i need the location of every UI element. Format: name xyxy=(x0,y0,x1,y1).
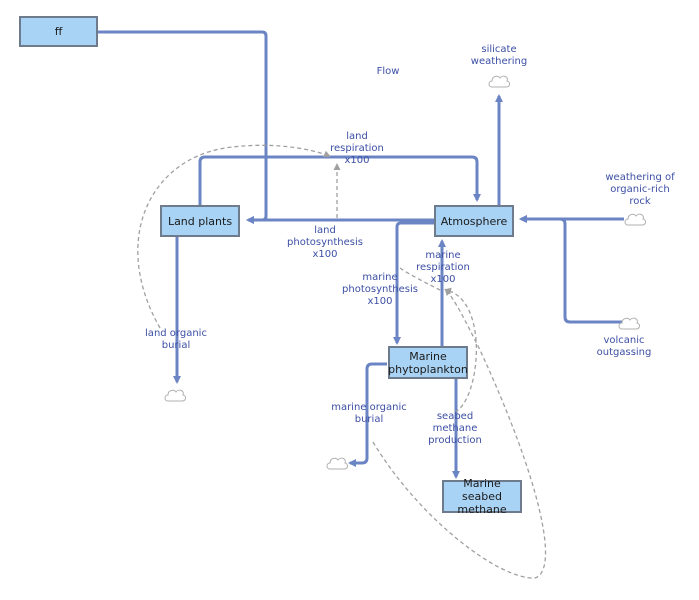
flow-marine-organic-burial xyxy=(348,362,387,467)
stock-marine-phytoplankton[interactable]: Marine phytoplankton xyxy=(388,346,468,379)
link-land-plants-to-respiration xyxy=(137,144,331,329)
link-marine-burial-loop xyxy=(372,288,547,579)
label-marine-respiration: marine respiration x100 xyxy=(416,250,470,285)
flow-ff-land xyxy=(98,30,268,224)
label-land-photosynthesis: land photosynthesis x100 xyxy=(287,225,363,260)
flow-volcanic-outgassing xyxy=(519,215,622,324)
label-marine-photosynthesis: marine photosynthesis x100 xyxy=(342,272,418,307)
flow-marine-photosynthesis xyxy=(393,221,435,345)
cloud-icon xyxy=(326,457,348,470)
stock-land-plants[interactable]: Land plants xyxy=(160,205,240,237)
label-volcanic-outgassing: volcanic outgassing xyxy=(596,335,652,358)
stock-marine-seabed-methane[interactable]: Marine seabed methane xyxy=(442,477,522,516)
label-land-respiration: land respiration x100 xyxy=(330,131,384,166)
flow-land-respiration xyxy=(198,155,481,205)
link-respiration-to-photosynthesis xyxy=(399,267,441,291)
label-land-organic-burial: land organic burial xyxy=(145,328,207,351)
cloud-icon xyxy=(618,317,640,330)
stock-atmosphere[interactable]: Atmosphere xyxy=(434,205,514,237)
flow-title: Flow xyxy=(376,66,400,77)
cloud-icon xyxy=(164,389,186,402)
cloud-icon xyxy=(624,213,646,226)
label-seabed-methane-production: seabed methane production xyxy=(428,411,482,446)
cloud-icon xyxy=(488,75,510,88)
label-marine-organic-burial: marine organic burial xyxy=(331,402,407,425)
label-weathering-organic-rock: weathering of organic-rich rock xyxy=(605,172,675,207)
label-silicate-weathering: silicate weathering xyxy=(470,44,528,67)
stock-ff[interactable]: ff xyxy=(19,16,98,47)
